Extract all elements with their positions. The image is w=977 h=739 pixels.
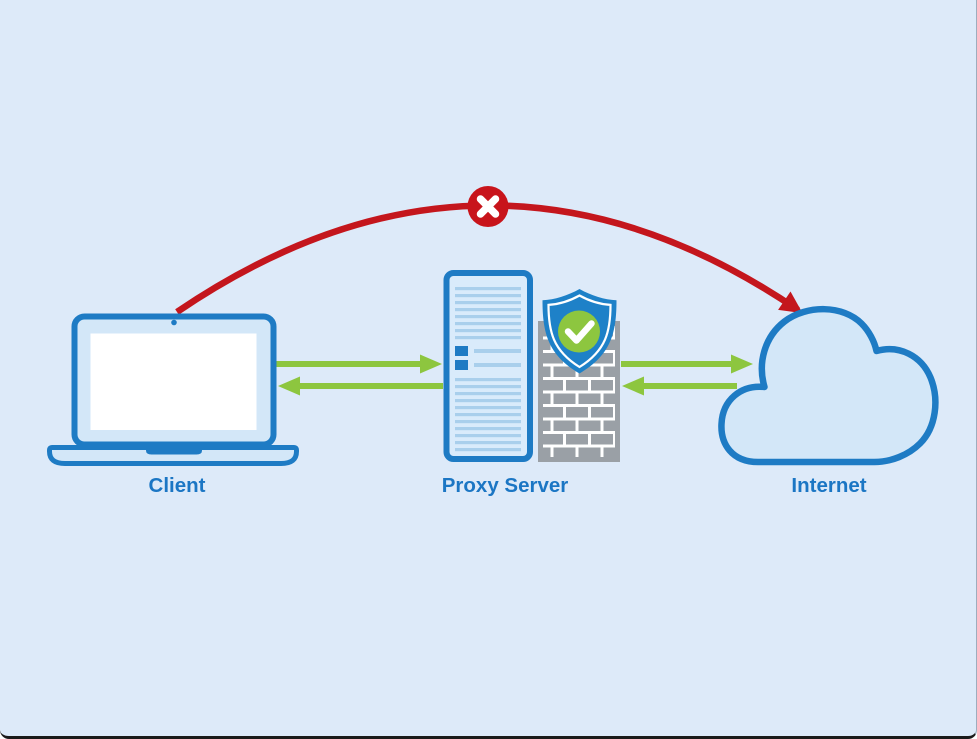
laptop-base-notch <box>146 447 202 455</box>
laptop-base <box>47 445 299 466</box>
proxy-server-label: Proxy Server <box>441 474 569 497</box>
proxy-internet-arrows <box>621 354 753 396</box>
server-led-blocks <box>455 346 521 370</box>
check-icon <box>564 320 595 344</box>
server-text-lines-top <box>455 287 521 342</box>
x-icon <box>476 195 500 218</box>
arrow-left-icon <box>622 376 737 396</box>
internet-label: Internet <box>791 474 867 497</box>
check-circle <box>558 310 600 353</box>
client-label: Client <box>148 474 206 497</box>
arrow-right-icon <box>276 354 442 374</box>
laptop-screen <box>90 333 257 430</box>
server-text-lines-bottom <box>455 377 521 453</box>
shield-check-icon <box>542 289 617 374</box>
blocked-route <box>175 186 803 315</box>
cloud-icon <box>718 305 939 466</box>
arrow-right-icon <box>621 354 753 374</box>
client-proxy-arrows <box>276 354 443 396</box>
laptop-icon <box>47 313 299 466</box>
server-icon <box>443 270 533 462</box>
arrow-left-icon <box>278 376 443 396</box>
shield-inner-outline <box>547 294 612 369</box>
x-mark-badge <box>467 186 509 227</box>
webcam-dot <box>171 319 177 326</box>
